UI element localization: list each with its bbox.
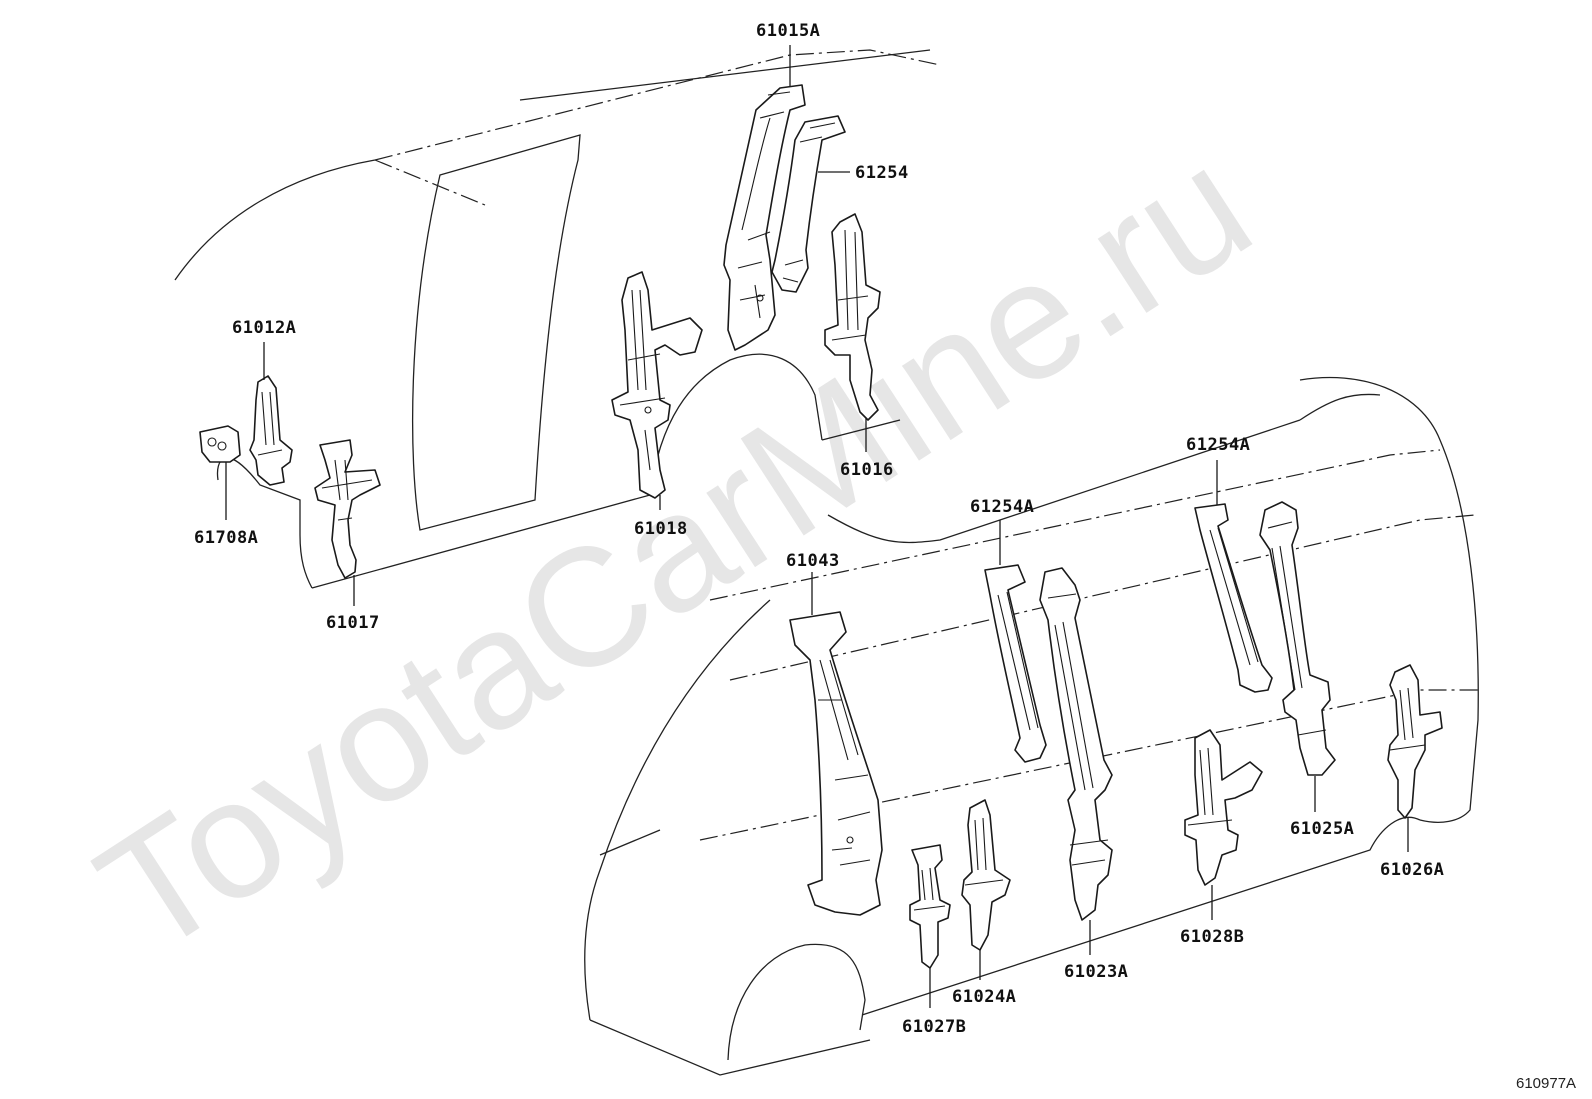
part-61015A [723, 84, 806, 351]
label-61023A[interactable]: 61023A [1064, 962, 1128, 982]
part-61024A [961, 799, 1011, 951]
label-61016[interactable]: 61016 [840, 460, 894, 480]
part-61025A [1259, 501, 1336, 776]
part-61018 [611, 271, 703, 499]
label-61708A[interactable]: 61708A [194, 528, 258, 548]
part-61012A [249, 375, 293, 486]
label-61254A-right[interactable]: 61254A [1186, 435, 1250, 455]
label-61012A[interactable]: 61012A [232, 318, 296, 338]
part-61254A-left [984, 564, 1047, 763]
label-61024A[interactable]: 61024A [952, 987, 1016, 1007]
part-labels: 61015A 61254 61016 61018 61012A 61708A 6… [194, 21, 1444, 1037]
leader-lines [225, 45, 1409, 1008]
label-61025A[interactable]: 61025A [1290, 819, 1354, 839]
label-61254A-left[interactable]: 61254A [970, 497, 1034, 517]
label-61028B[interactable]: 61028B [1180, 927, 1244, 947]
upper-body-outline [174, 49, 941, 589]
part-61023A [1039, 567, 1113, 921]
part-61017 [314, 439, 381, 579]
label-61043[interactable]: 61043 [786, 551, 840, 571]
lower-body-outline [584, 376, 1480, 1076]
part-61027B [909, 844, 951, 969]
label-61026A[interactable]: 61026A [1380, 860, 1444, 880]
label-61254[interactable]: 61254 [855, 163, 909, 183]
label-61015A[interactable]: 61015A [756, 21, 820, 41]
part-61254 [771, 115, 846, 293]
part-61708A [199, 425, 241, 463]
diagram-reference: 610977A [1516, 1075, 1576, 1092]
label-61018[interactable]: 61018 [634, 519, 688, 539]
part-61026A [1387, 664, 1443, 819]
part-61043 [789, 611, 883, 916]
label-61027B[interactable]: 61027B [902, 1017, 966, 1037]
part-61016 [824, 213, 881, 421]
part-61028B [1184, 729, 1263, 886]
part-61254A-right [1194, 503, 1273, 693]
label-61017[interactable]: 61017 [326, 613, 380, 633]
